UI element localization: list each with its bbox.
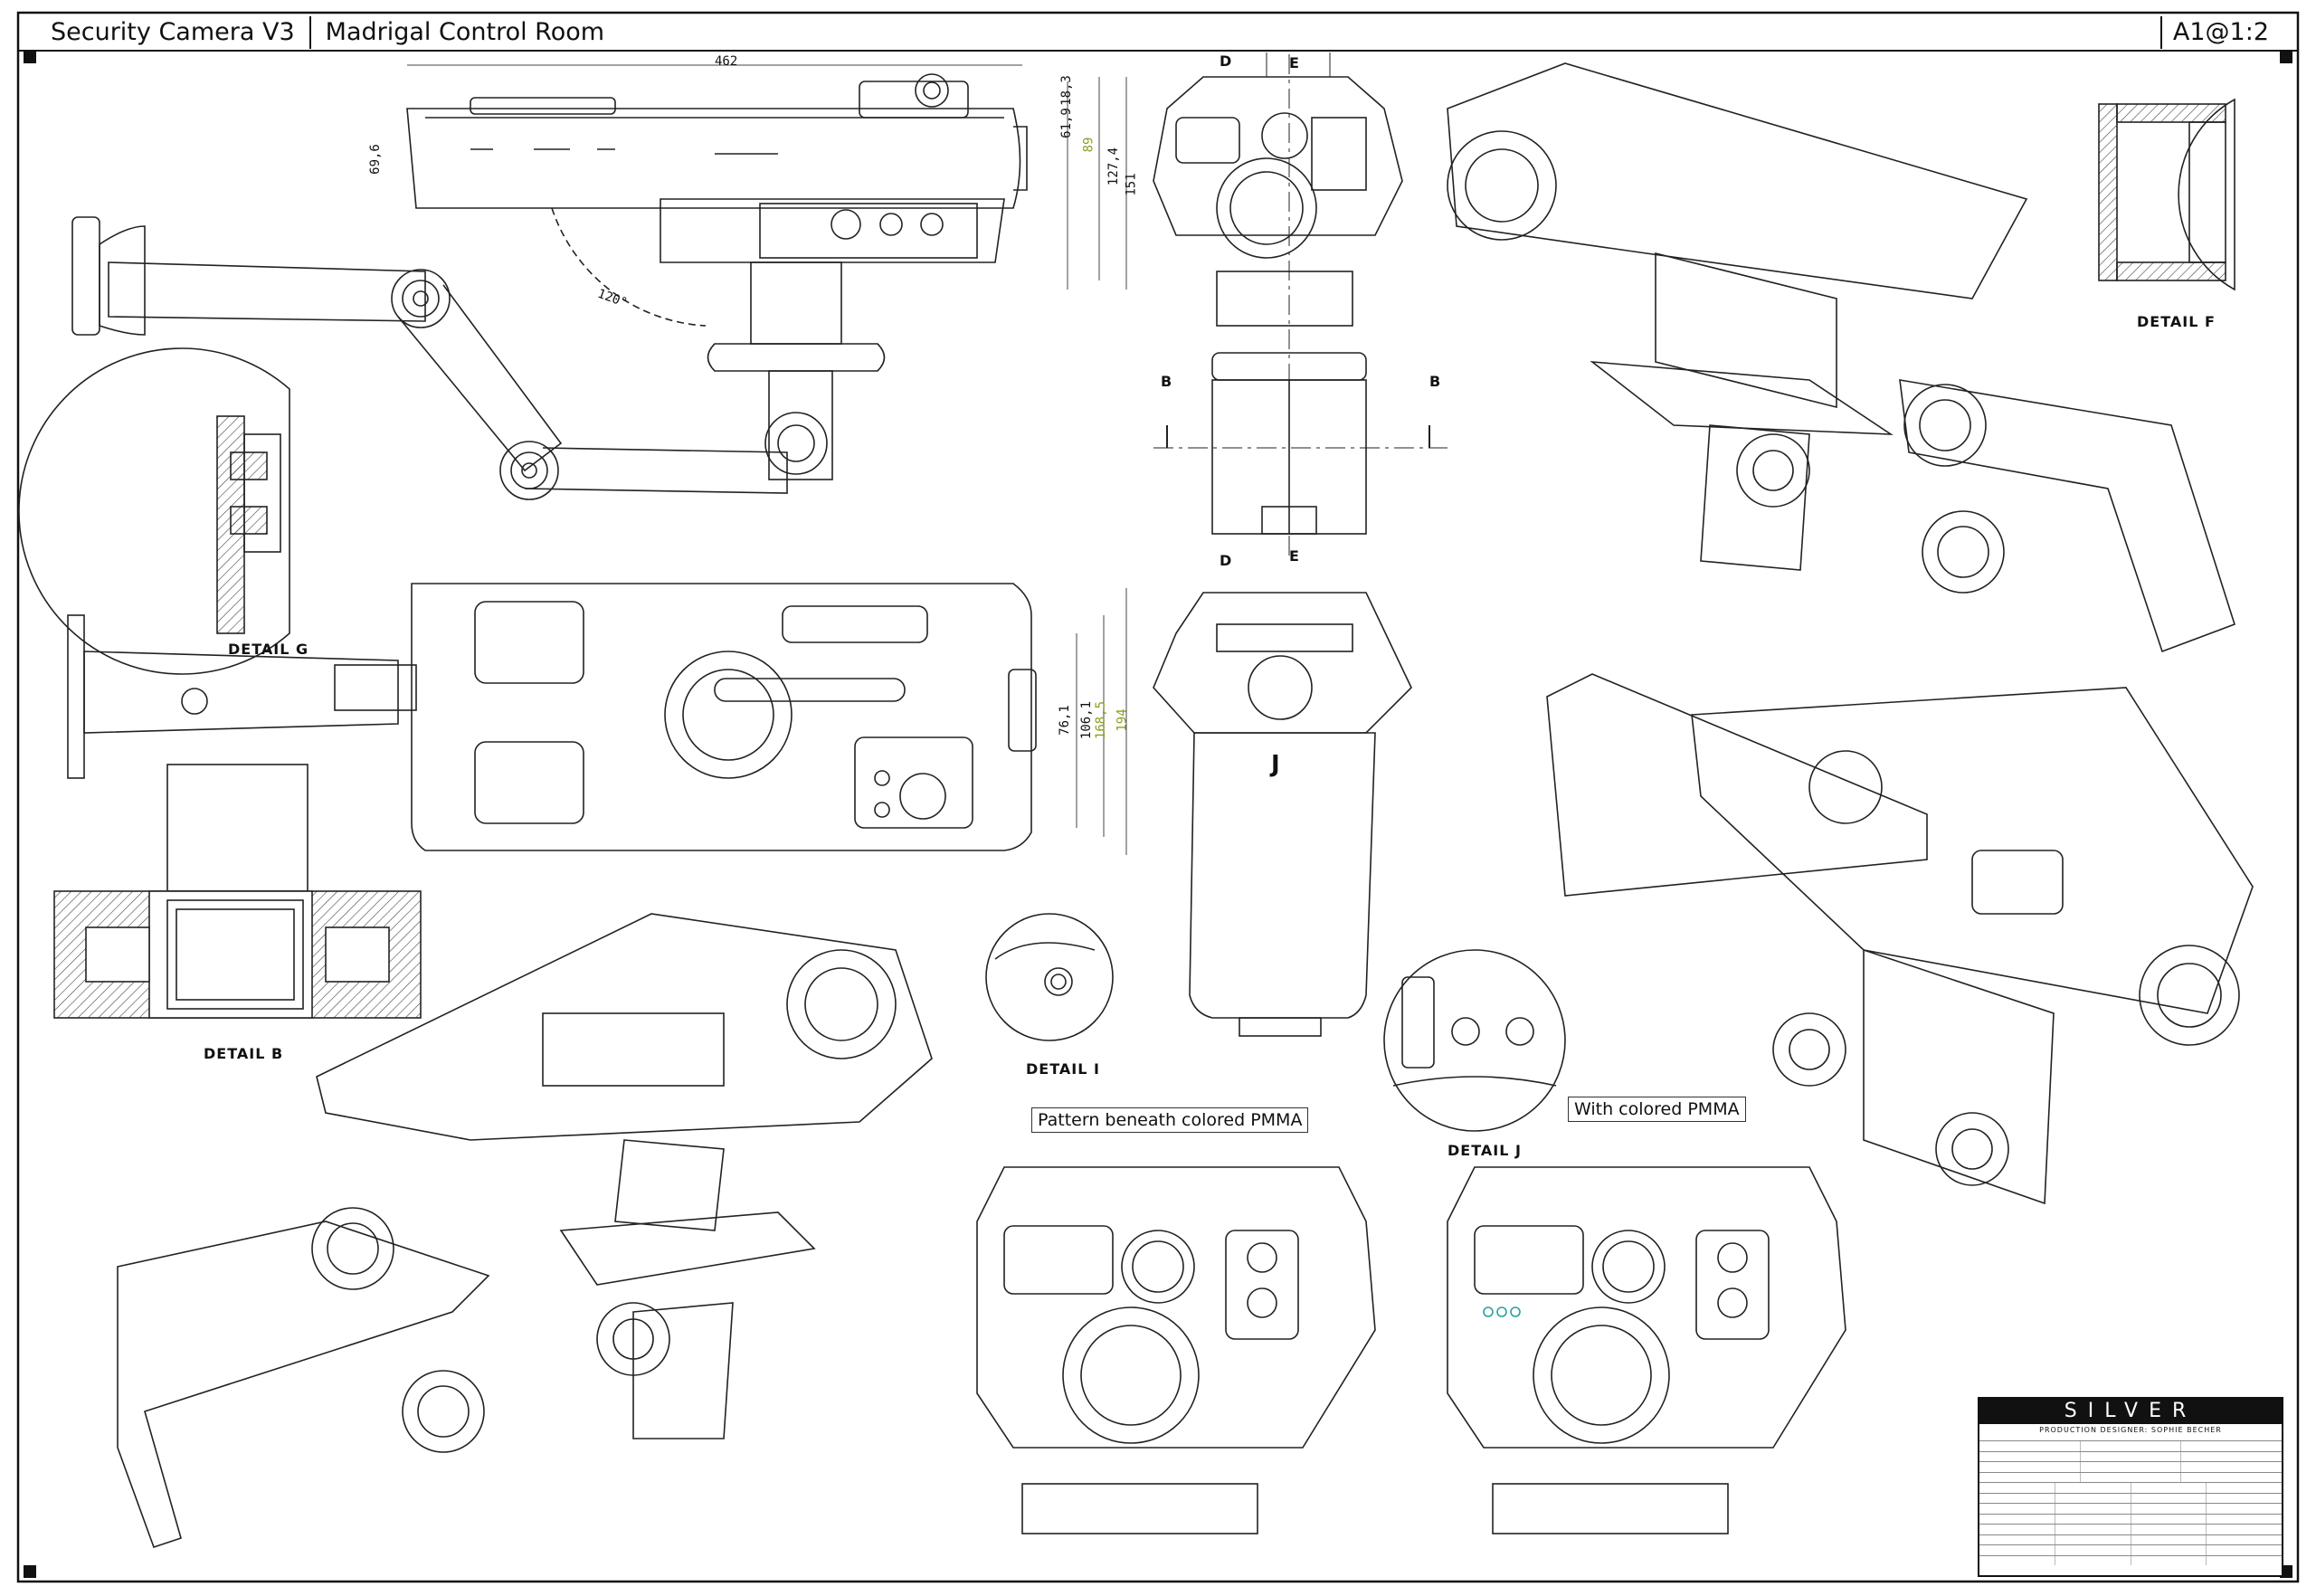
title-block-row — [1979, 1544, 2282, 1555]
title-block-row — [1979, 1440, 2282, 1451]
section-marker-b-right: B — [1429, 373, 1442, 390]
detail-b-label: DETAIL B — [204, 1045, 284, 1062]
dim-106-1: 106,1 — [1079, 700, 1095, 740]
title-block-row — [1979, 1534, 2282, 1544]
dim-194: 194 — [1115, 708, 1130, 732]
dim-127-4: 127,4 — [1106, 147, 1122, 186]
title-block-row — [1979, 1524, 2282, 1534]
section-marker-j: J — [1271, 751, 1281, 778]
dim-151: 151 — [1124, 173, 1139, 196]
title-block: SILVER PRODUCTION DESIGNER: SOPHIE BECHE… — [1978, 1397, 2283, 1577]
dim-61-9: 61,9 — [1058, 108, 1074, 138]
detail-i-drawing — [985, 913, 1114, 1041]
detail-i-label: DETAIL I — [1026, 1060, 1100, 1078]
title-block-row — [1979, 1461, 2282, 1472]
side-view — [71, 64, 1127, 500]
dim-168-5: 168,5 — [1094, 700, 1109, 740]
title-separator — [308, 16, 311, 49]
section-marker-e-bottom: E — [1289, 547, 1300, 565]
title-block-brand: SILVER — [1979, 1399, 2282, 1424]
rear-view — [1153, 592, 1412, 1037]
dim-462: 462 — [715, 54, 738, 69]
section-marker-d-bottom: D — [1220, 552, 1233, 569]
section-marker-b-left: B — [1161, 373, 1173, 390]
detail-f-drawing — [2098, 98, 2235, 291]
iso-view-bottom-left — [117, 913, 933, 1549]
top-view — [67, 583, 1127, 855]
iso-view-top-right — [1447, 62, 2235, 653]
title-block-row — [1979, 1482, 2282, 1493]
dim-18-3: 18,3 — [1058, 75, 1074, 106]
title-block-designer: PRODUCTION DESIGNER: SOPHIE BECHER — [2039, 1426, 2222, 1434]
detail-j-label: DETAIL J — [1448, 1142, 1522, 1159]
drawing-title: Security Camera V3 — [51, 18, 295, 46]
dim-89: 89 — [1081, 137, 1096, 153]
detail-g-drawing — [18, 347, 290, 675]
detail-f-label: DETAIL F — [2137, 313, 2216, 330]
title-block-row — [1979, 1471, 2282, 1482]
sheet-scale: A1@1:2 — [2159, 16, 2280, 49]
dim-69-6: 69,6 — [367, 144, 383, 175]
title-block-row — [1979, 1513, 2282, 1524]
front-detail-pmma — [1447, 1166, 1846, 1534]
note-pattern-pmma: Pattern beneath colored PMMA — [1031, 1107, 1309, 1133]
section-marker-d-top: D — [1220, 52, 1233, 70]
drawing-subtitle: Madrigal Control Room — [325, 18, 605, 46]
note-with-pmma: With colored PMMA — [1568, 1097, 1746, 1122]
detail-b-drawing — [53, 764, 422, 1019]
title-block-grid — [1979, 1440, 2282, 1575]
title-bar: Security Camera V3 Madrigal Control Room — [36, 16, 619, 49]
title-block-row — [1979, 1554, 2282, 1565]
section-marker-e-top: E — [1289, 54, 1300, 71]
title-block-row — [1979, 1503, 2282, 1514]
front-view — [1153, 52, 1448, 561]
detail-g-label: DETAIL G — [228, 641, 309, 658]
detail-j-drawing — [1383, 949, 1566, 1132]
title-block-row — [1979, 1450, 2282, 1461]
title-block-row — [1979, 1492, 2282, 1503]
front-detail-pattern — [976, 1166, 1376, 1534]
iso-view-bottom-right — [1546, 673, 2254, 1205]
dim-76-1: 76,1 — [1057, 705, 1072, 736]
